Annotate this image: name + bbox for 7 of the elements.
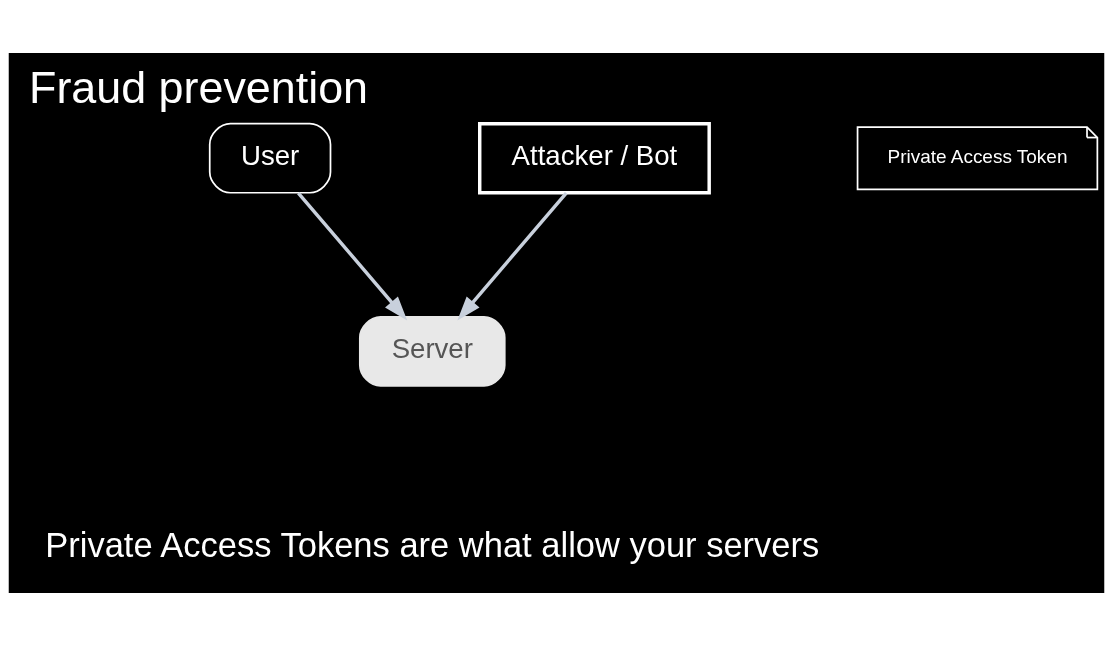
caption: Private Access Tokens are what allow your servers (45, 525, 820, 564)
arrow (297, 191, 408, 320)
arrow (457, 191, 568, 320)
node-box: Server (358, 315, 506, 387)
node-box: User (208, 122, 332, 194)
node-box: Attacker / Bot (478, 121, 711, 194)
diagram-title: Fraud prevention (29, 61, 369, 113)
